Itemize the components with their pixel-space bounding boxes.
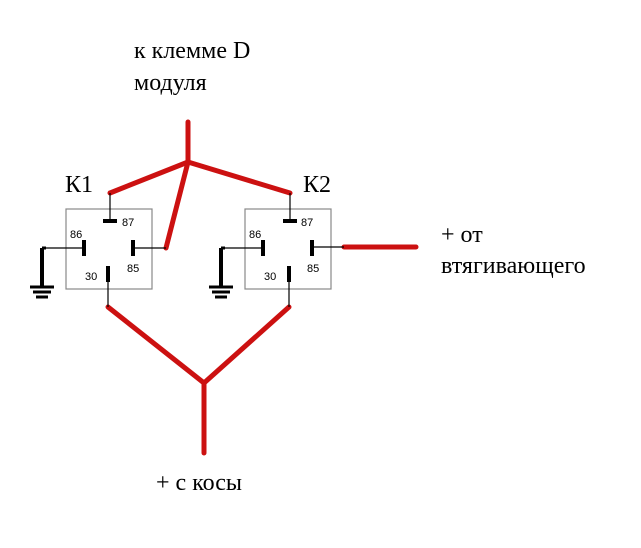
label-right-line1: + от <box>441 222 483 248</box>
wire-k1-30-to-join <box>105 304 207 386</box>
red-wires <box>105 119 419 456</box>
k2-ground-icon <box>209 246 233 299</box>
wire-top-to-k1-87 <box>107 159 191 196</box>
relay-k2-85-contact <box>310 240 314 256</box>
relay-k1-87-contact <box>103 219 117 223</box>
label-relay-k2: К2 <box>303 172 331 198</box>
relay-k1-box <box>65 208 153 290</box>
label-top-line2: модуля <box>134 70 207 96</box>
k1-pin-30: 30 <box>85 271 97 283</box>
relay-k1-85-contact <box>131 240 135 256</box>
label-bottom: + с косы <box>156 470 242 496</box>
wire-top-to-k2-87 <box>185 159 293 196</box>
label-relay-k1: К1 <box>65 172 93 198</box>
k1-pin-87: 87 <box>122 217 134 229</box>
relay-k1-86-contact <box>82 240 86 256</box>
k2-pin-85: 85 <box>307 263 319 275</box>
wire-top-to-k1-85 <box>163 159 191 251</box>
k2-pin-86: 86 <box>249 229 261 241</box>
label-right-line2: втягивающего <box>441 253 586 279</box>
wire-k2-30-to-join <box>201 304 292 386</box>
relay-k2-86-contact <box>261 240 265 256</box>
relay-k2-87-contact <box>283 219 297 223</box>
k1-ground-icon <box>30 246 54 299</box>
k1-pin-86: 86 <box>70 229 82 241</box>
relay-k2 <box>225 193 344 307</box>
k1-pin-85: 85 <box>127 263 139 275</box>
k2-pin-87: 87 <box>301 217 313 229</box>
label-top-line1: к клемме D <box>134 38 250 64</box>
relay-k2-box <box>244 208 332 290</box>
relay-k2-30-contact <box>287 266 291 282</box>
relay-k1 <box>46 193 166 307</box>
relay-k1-30-contact <box>106 266 110 282</box>
k2-pin-30: 30 <box>264 271 276 283</box>
